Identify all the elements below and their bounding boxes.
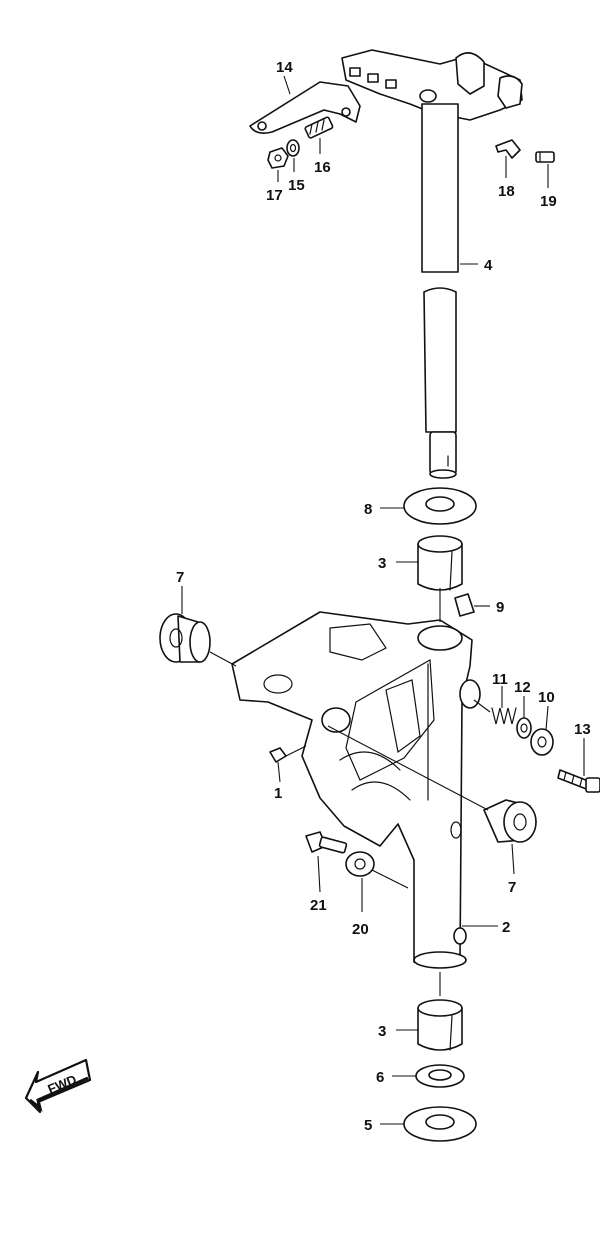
callout-20: 20 — [352, 921, 369, 938]
bushing-3-upper — [417, 535, 463, 591]
callout-12: 12 — [514, 679, 531, 696]
leader-lines — [181, 75, 585, 1125]
bolt-16 — [304, 116, 334, 139]
bushing-10 — [530, 728, 554, 756]
screw-19 — [535, 151, 555, 163]
washer-15 — [286, 139, 300, 157]
steering-shaft — [421, 103, 459, 479]
collar-20 — [345, 851, 375, 877]
thrust-washer-8 — [403, 487, 477, 525]
washer-6 — [415, 1064, 465, 1088]
thrust-washer-5 — [403, 1106, 477, 1142]
callout-19: 19 — [540, 193, 557, 210]
callout-6: 6 — [376, 1069, 384, 1086]
callout-11: 11 — [492, 671, 508, 688]
mount-bushing-7-right — [483, 799, 537, 843]
callout-15: 15 — [288, 177, 305, 194]
swivel-bracket-2 — [231, 611, 481, 969]
callout-13: 13 — [574, 721, 591, 738]
clip-18 — [495, 139, 521, 159]
callout-2: 2 — [502, 919, 510, 936]
callout-14: 14 — [276, 59, 293, 76]
grease-nipple-1 — [269, 747, 287, 763]
forward-arrow-icon: FWD — [24, 1058, 92, 1114]
callout-18: 18 — [498, 183, 515, 200]
plate-9 — [454, 593, 475, 617]
callout-3-lower: 3 — [378, 1023, 386, 1040]
mount-bushing-7-left — [159, 613, 211, 663]
callout-7-left: 7 — [176, 569, 184, 586]
bolt-13 — [557, 769, 600, 793]
assembly-axis-lines — [209, 588, 491, 996]
bushing-3-lower — [417, 999, 463, 1051]
callout-4: 4 — [484, 257, 493, 274]
steering-arm-assembly — [341, 49, 523, 121]
callout-9: 9 — [496, 599, 504, 616]
callout-10: 10 — [538, 689, 555, 706]
callout-16: 16 — [314, 159, 331, 176]
callout-1: 1 — [274, 785, 282, 802]
nut-17 — [267, 147, 289, 169]
spring-11 — [491, 707, 517, 725]
callout-labels: 14 17 15 16 18 19 4 8 3 9 7 11 12 10 13 … — [176, 59, 591, 1134]
callout-8: 8 — [364, 501, 372, 518]
callout-21: 21 — [310, 897, 327, 914]
bolt-21 — [305, 831, 348, 854]
callout-7-right: 7 — [508, 879, 516, 896]
bracket-14 — [249, 81, 361, 134]
callout-3-upper: 3 — [378, 555, 386, 572]
callout-17: 17 — [266, 187, 283, 204]
washer-12 — [516, 717, 532, 739]
callout-5: 5 — [364, 1117, 372, 1134]
